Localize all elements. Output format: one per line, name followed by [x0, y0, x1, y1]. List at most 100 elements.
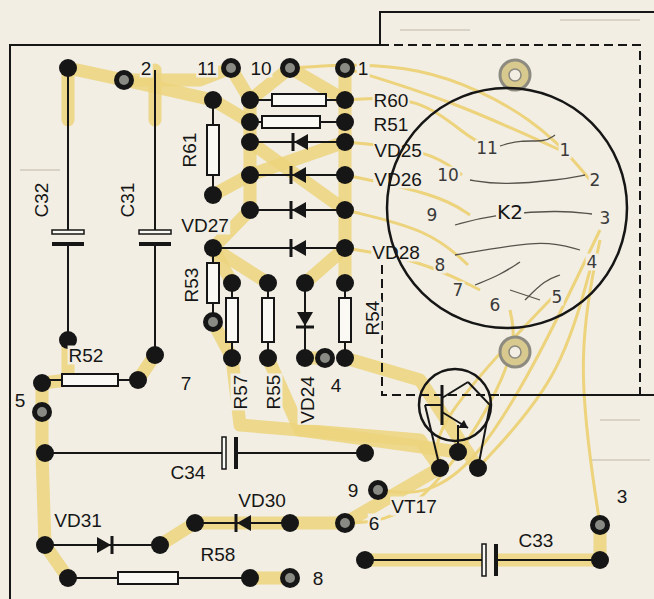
resistor-symbol [62, 374, 118, 386]
capacitor-gap [139, 230, 171, 246]
copper-trace [250, 142, 345, 210]
diode-symbol [291, 201, 306, 219]
outline-line [10, 12, 654, 599]
diode-symbol [291, 239, 306, 257]
capacitor-gap [222, 437, 238, 469]
pin-number: 11 [196, 59, 218, 78]
solder-pad [336, 91, 354, 109]
diode-bar [235, 514, 238, 532]
thin-trace [378, 230, 600, 492]
solder-pad [32, 402, 52, 422]
thin-trace [345, 210, 468, 265]
part-label: C33 [518, 531, 555, 550]
copper-trace [124, 80, 213, 100]
resistor-symbol [118, 572, 178, 584]
resistor-symbol [272, 94, 326, 106]
thin-trace [478, 270, 590, 468]
part-label: VD30 [237, 491, 287, 510]
diode-symbol [291, 166, 306, 184]
pin-number: 8 [312, 569, 325, 588]
part-label: R60 [373, 91, 410, 110]
transistor-lead [468, 382, 490, 468]
ghost-line [400, 29, 470, 31]
relay-pin-number: 4 [586, 254, 599, 271]
solder-pad [356, 551, 374, 569]
relay-pin-number: 1 [559, 142, 572, 159]
diode-symbol [293, 133, 308, 151]
solder-pad [335, 513, 355, 533]
diode-body [292, 240, 306, 256]
pad-hole [226, 63, 236, 73]
pad-hole [340, 63, 350, 73]
capacitor-symbol [482, 544, 498, 576]
part-label: C34 [170, 463, 207, 482]
part-label: R57 [231, 374, 250, 411]
hole-ring [500, 60, 530, 90]
lead-wire [154, 70, 156, 355]
solder-pad [241, 133, 259, 151]
solder-pad [186, 514, 204, 532]
diode-body [292, 202, 306, 218]
lead-wire [213, 247, 345, 249]
lead-wire [67, 68, 69, 340]
capacitor-symbol [222, 437, 238, 469]
solder-pad [146, 346, 164, 364]
pad-hole [373, 485, 383, 495]
relay-contact [510, 290, 540, 300]
transistor-lead [442, 412, 468, 428]
relay-pin-number: 11 [475, 140, 499, 157]
ghost-line [560, 19, 640, 21]
relay-pin-number: 6 [489, 297, 502, 314]
solder-pad [204, 239, 222, 257]
solder-pad [129, 371, 147, 389]
transistor-symbol [419, 369, 491, 468]
pad-hole [37, 407, 47, 417]
solder-pad [33, 374, 51, 392]
pin-number: 9 [347, 481, 360, 500]
capacitor-plate [139, 242, 171, 246]
copper-trace [250, 142, 345, 175]
relay-pin-number: 5 [551, 289, 564, 306]
solder-pad [259, 349, 277, 367]
solder-pad [368, 480, 388, 500]
solder-pad [114, 70, 134, 90]
relay-name: K2 [496, 202, 524, 222]
transistor-lead [425, 405, 440, 468]
diode-bar [296, 326, 314, 329]
diode-symbol [97, 536, 112, 554]
solder-pad [204, 91, 222, 109]
part-label: C32 [32, 182, 51, 219]
solder-pad [335, 58, 355, 78]
solder-pad [241, 201, 259, 219]
copper-trace [195, 468, 440, 523]
pin-number: 2 [140, 59, 153, 78]
diode-bar [290, 166, 293, 184]
capacitor-plate [482, 544, 486, 576]
capacitor-plate [139, 230, 171, 234]
relay-pin-number: 8 [434, 257, 447, 274]
pad-hole [285, 573, 295, 583]
hole-center [509, 346, 521, 358]
pin-number: 4 [330, 376, 343, 395]
solder-pad [336, 166, 354, 184]
pad-hole [320, 353, 330, 363]
copper-traces [42, 65, 600, 578]
transistor-lead [425, 404, 442, 406]
solder-pad [36, 444, 54, 462]
relay-pin-number: 7 [452, 282, 465, 299]
pad-hole [595, 520, 605, 530]
ghost-line [20, 169, 60, 171]
component-leads [42, 68, 600, 578]
resistor-symbol [339, 298, 351, 342]
solder-pad [315, 348, 335, 368]
pin-number: 10 [249, 59, 272, 78]
relay-outline: K21111029384765 [385, 86, 629, 330]
diode-bar [111, 536, 114, 554]
part-label: R52 [68, 346, 105, 365]
diode-body [294, 134, 308, 150]
pad-hole [340, 518, 350, 528]
diode-bar [290, 201, 293, 219]
solder-pad [280, 58, 300, 78]
hole-center [509, 69, 521, 81]
